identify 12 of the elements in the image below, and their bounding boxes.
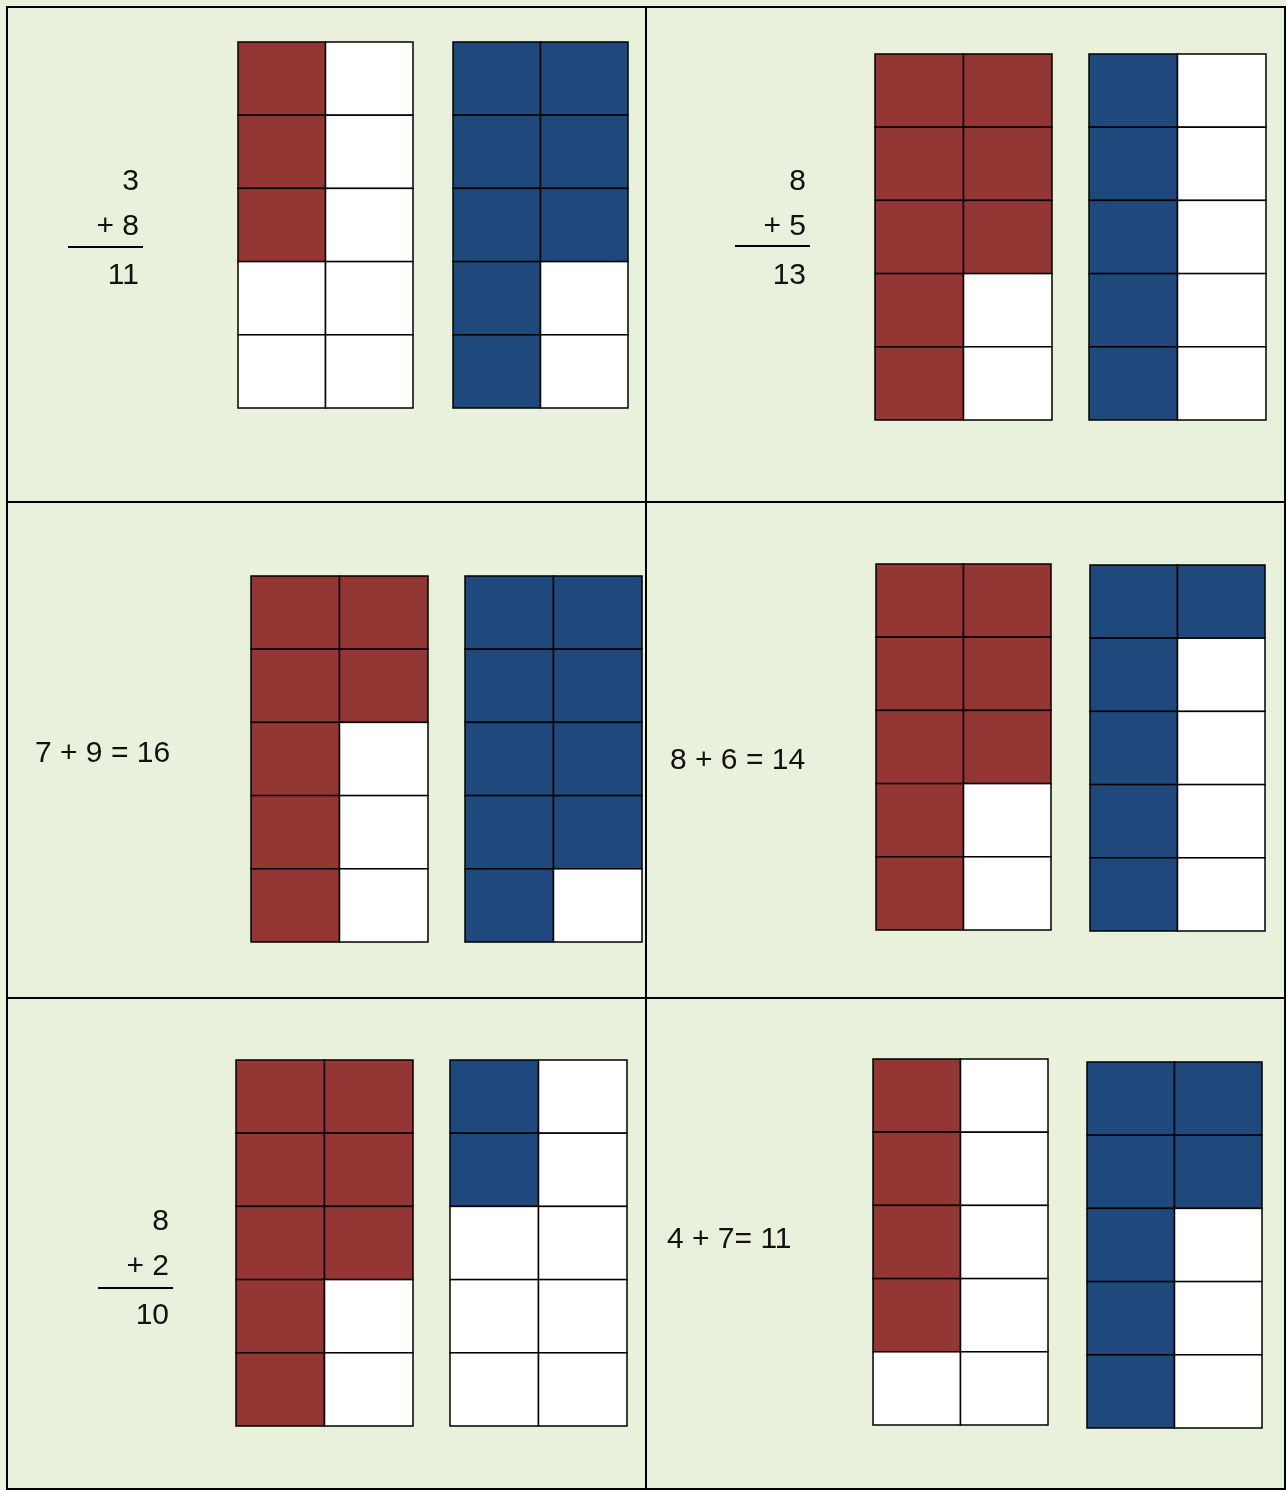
sum: 10 xyxy=(135,1297,169,1331)
addend: 3 xyxy=(122,163,139,197)
addend: + 8 xyxy=(96,208,139,242)
addend: 8 xyxy=(152,1203,169,1237)
sum: 13 xyxy=(772,257,806,291)
equation: 7 + 9 = 16 xyxy=(35,735,171,769)
addend: 8 xyxy=(789,163,806,197)
equation: 8 + 6 = 14 xyxy=(670,742,806,776)
addend: + 5 xyxy=(763,208,806,242)
sum: 11 xyxy=(107,257,139,291)
addend: + 2 xyxy=(126,1248,169,1282)
equation: 4 + 7= 11 xyxy=(667,1221,792,1255)
